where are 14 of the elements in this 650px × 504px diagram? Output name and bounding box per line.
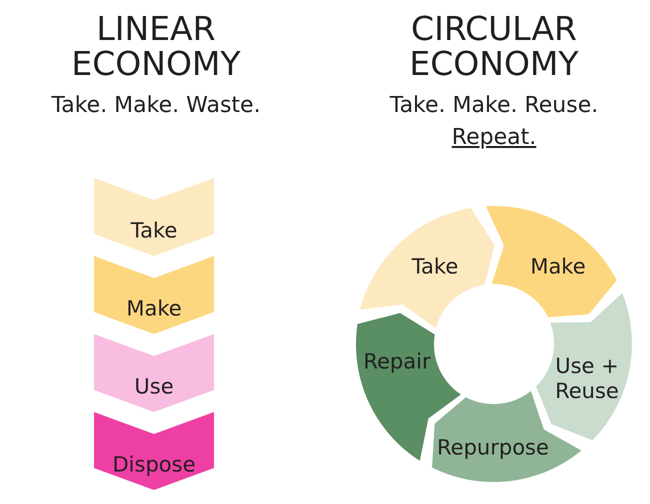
heading: LINEAR ECONOMY [70, 12, 242, 82]
step-label: Make [530, 254, 586, 280]
subtitle: Repeat. [450, 126, 538, 150]
step-label: Dispose [112, 452, 196, 478]
step-label: Use + Reuse [554, 354, 620, 404]
step-label: Repurpose [437, 435, 549, 461]
heading: CIRCULAR ECONOMY [408, 12, 580, 82]
step-label: Take [130, 218, 178, 244]
subtitle: Take. Make. Reuse. [388, 94, 600, 118]
step-label: Take [412, 254, 458, 280]
subtitle: Take. Make. Waste. [50, 94, 262, 118]
step-label: Repair [362, 349, 432, 375]
step-label: Make [126, 296, 182, 322]
step-label: Use [134, 374, 174, 400]
